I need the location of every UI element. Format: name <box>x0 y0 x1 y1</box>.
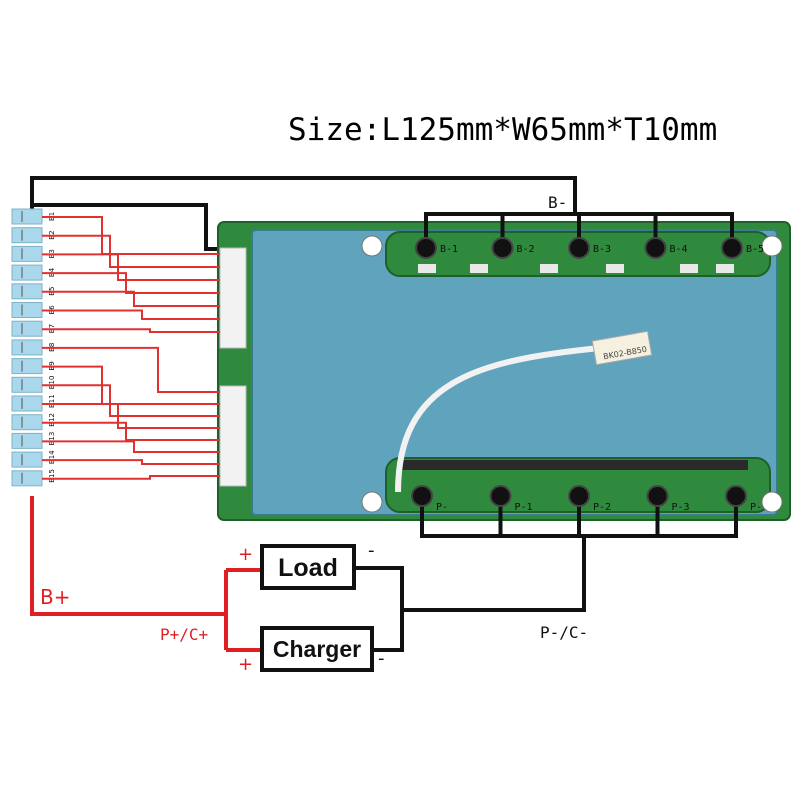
load-minus-sign: - <box>368 540 375 561</box>
charger-plus-sign: + <box>238 654 253 675</box>
cell-label: B10 <box>48 376 56 390</box>
b-minus-pad-label: B-5 <box>746 244 764 255</box>
battery-cell: B12 <box>11 413 56 431</box>
balance-connector-top <box>219 247 247 349</box>
p-plus-c-plus-wire <box>224 568 262 652</box>
balance-wire <box>42 234 220 268</box>
balance-wire <box>42 384 220 417</box>
cell-label: B12 <box>48 413 56 427</box>
charger-box <box>260 626 374 672</box>
b-minus-pad <box>644 237 667 259</box>
b-minus-connector-wire <box>32 203 240 251</box>
b-plus-label: B+ <box>40 585 70 609</box>
charger-label: Charger <box>273 636 361 662</box>
bms-board <box>217 221 791 521</box>
balance-wire <box>42 309 220 320</box>
cell-label: B13 <box>48 432 56 446</box>
cell-label: B11 <box>48 394 56 408</box>
load-box <box>260 544 356 590</box>
p-pad <box>411 485 433 507</box>
b-minus-pad <box>721 237 743 259</box>
heatsink-plate <box>251 229 778 516</box>
battery-cell: B11 <box>11 394 56 412</box>
b-minus-pad-label: B-3 <box>593 244 611 255</box>
load-plus-sign: + <box>238 544 253 565</box>
battery-cell: B10 <box>11 376 56 393</box>
p-pad <box>725 485 747 507</box>
p-pad-label: P- <box>750 502 762 513</box>
p-pad <box>568 485 590 507</box>
b-minus-pad <box>491 237 514 259</box>
balance-wire <box>42 475 220 480</box>
balance-wire <box>42 459 220 465</box>
balance-wire <box>42 328 220 333</box>
b-minus-pad-label: B-4 <box>670 244 688 255</box>
balance-connector-bottom <box>219 385 247 487</box>
b-minus-pad <box>568 237 590 259</box>
battery-cell: B13 <box>11 432 56 449</box>
temperature-sensor <box>591 330 653 366</box>
p-pad-label: P-3 <box>672 502 690 513</box>
load-label: Load <box>278 554 338 582</box>
p-pad <box>489 485 512 507</box>
p-minus-c-minus-wire <box>354 536 586 652</box>
b-plus-wire <box>30 496 226 616</box>
size-title: Size:L125mm*W65mm*T10mm <box>288 112 718 148</box>
p-minus-c-minus-label: P-/C- <box>540 623 588 642</box>
balance-wire <box>42 440 220 453</box>
charger-minus-sign: - <box>378 648 385 669</box>
battery-cell: B15 <box>11 469 56 487</box>
cell-label: B14 <box>48 450 56 464</box>
p-pad-label: P- <box>436 502 448 513</box>
p-pad <box>646 485 669 507</box>
b-minus-pad-label: B-2 <box>517 244 535 255</box>
balance-wire <box>42 290 220 307</box>
battery-cell: B14 <box>11 450 56 468</box>
b-minus-top-wire <box>30 176 577 214</box>
b-minus-label: B- <box>548 193 567 212</box>
balance-wire <box>42 403 220 429</box>
p-pad-label: P-1 <box>515 502 533 513</box>
cell-label: B15 <box>48 469 56 483</box>
balance-wire <box>42 253 220 281</box>
p-pad-label: P-2 <box>593 502 611 513</box>
sensor-cable <box>395 345 601 493</box>
b-minus-pad <box>415 237 437 259</box>
b-minus-pad-label: B-1 <box>440 244 458 255</box>
p-plus-c-plus-label: P+/C+ <box>160 625 208 644</box>
balance-wire <box>42 272 220 294</box>
balance-wire <box>42 421 220 441</box>
balance-wire <box>42 346 220 393</box>
